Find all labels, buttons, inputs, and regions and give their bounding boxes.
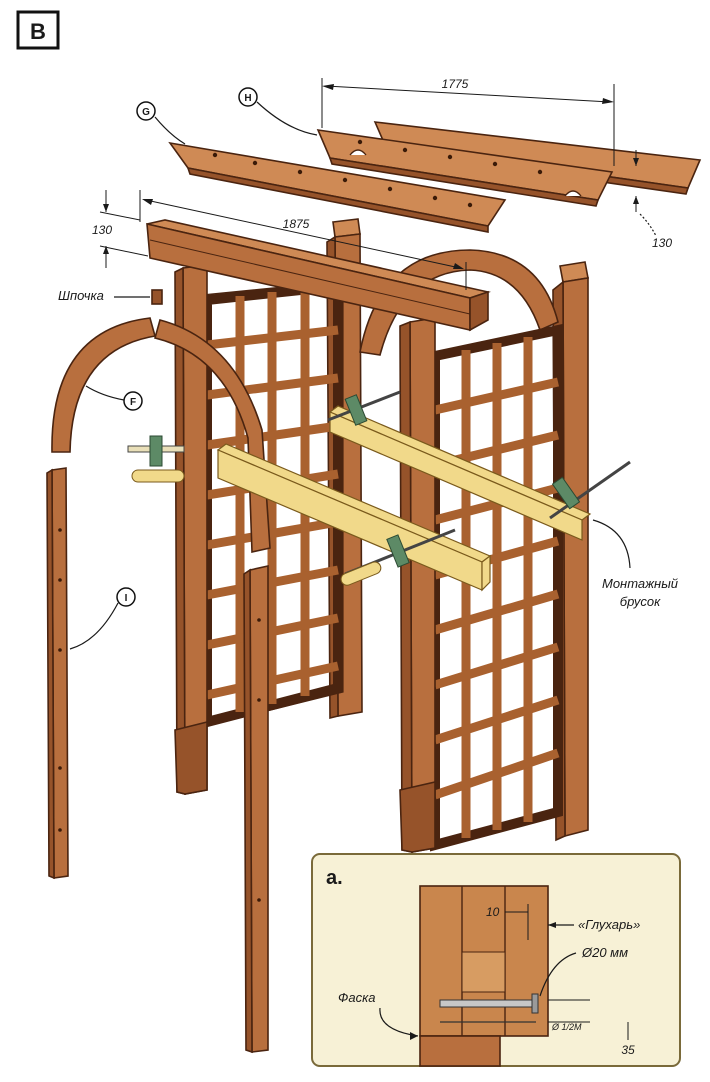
callout-g-text: G — [142, 107, 150, 118]
dimension-beam-height-text: 130 — [92, 223, 112, 237]
mounting-bar — [216, 443, 492, 592]
callout-f-text: F — [130, 397, 136, 408]
dimension-top-height-text: 130 — [652, 236, 672, 250]
front-left-post — [174, 264, 208, 796]
foreground-post — [243, 565, 269, 1054]
detail-diameter-label: Ø20 мм — [581, 945, 628, 960]
key-label-text: Шпочка — [58, 288, 104, 303]
front-beam — [146, 219, 491, 332]
callout-g: G — [136, 101, 186, 145]
dimension-top-length: 1775 — [321, 77, 615, 166]
callout-i: I — [69, 587, 136, 650]
clamp-4 — [549, 460, 631, 520]
detail-chamfer-label: Фаска — [338, 990, 375, 1005]
callout-h: H — [238, 87, 318, 136]
callout-h-text: H — [244, 93, 251, 104]
detail-dim-10: 10 — [486, 905, 500, 919]
section-badge: B — [16, 10, 60, 50]
section-badge-text: B — [30, 19, 46, 44]
loose-arch-f — [51, 317, 157, 453]
mounting-bar-right — [328, 405, 592, 541]
dimension-beam-height: 130 — [92, 190, 149, 268]
clamp-1 — [127, 435, 185, 483]
front-right-post — [399, 317, 436, 853]
key-label: Шпочка — [58, 288, 150, 303]
detail-inset: a. 10 «Глухарь» Ø20 мм Фаска Ø 1/2М 35 — [311, 853, 681, 1067]
mount-bar-label-line1: Монтажный — [602, 576, 678, 591]
dimension-beam-length: 1875 — [139, 190, 467, 290]
clamp-2 — [327, 390, 401, 426]
detail-screw-label: «Глухарь» — [578, 917, 640, 932]
front-arch — [154, 319, 271, 553]
key-piece — [151, 289, 163, 305]
mount-bar-label: Монтажный брусок — [592, 519, 678, 609]
detail-dim-35: 35 — [621, 1043, 635, 1057]
loose-post-i — [46, 467, 69, 880]
dimension-top-height: 130 — [633, 150, 672, 250]
detail-scale-label: Ø 1/2М — [551, 1022, 582, 1032]
clamp-3 — [340, 528, 456, 586]
callout-i-text: I — [125, 593, 128, 604]
detail-title: a. — [326, 867, 343, 889]
dimension-beam-length-text: 1875 — [283, 217, 310, 231]
top-board-h-front — [316, 129, 614, 207]
callout-f: F — [85, 385, 143, 411]
mount-bar-label-line2: брусок — [620, 594, 661, 609]
top-board-g — [168, 141, 507, 233]
right-lattice-panel — [430, 323, 563, 852]
dimension-top-length-text: 1775 — [442, 77, 469, 91]
